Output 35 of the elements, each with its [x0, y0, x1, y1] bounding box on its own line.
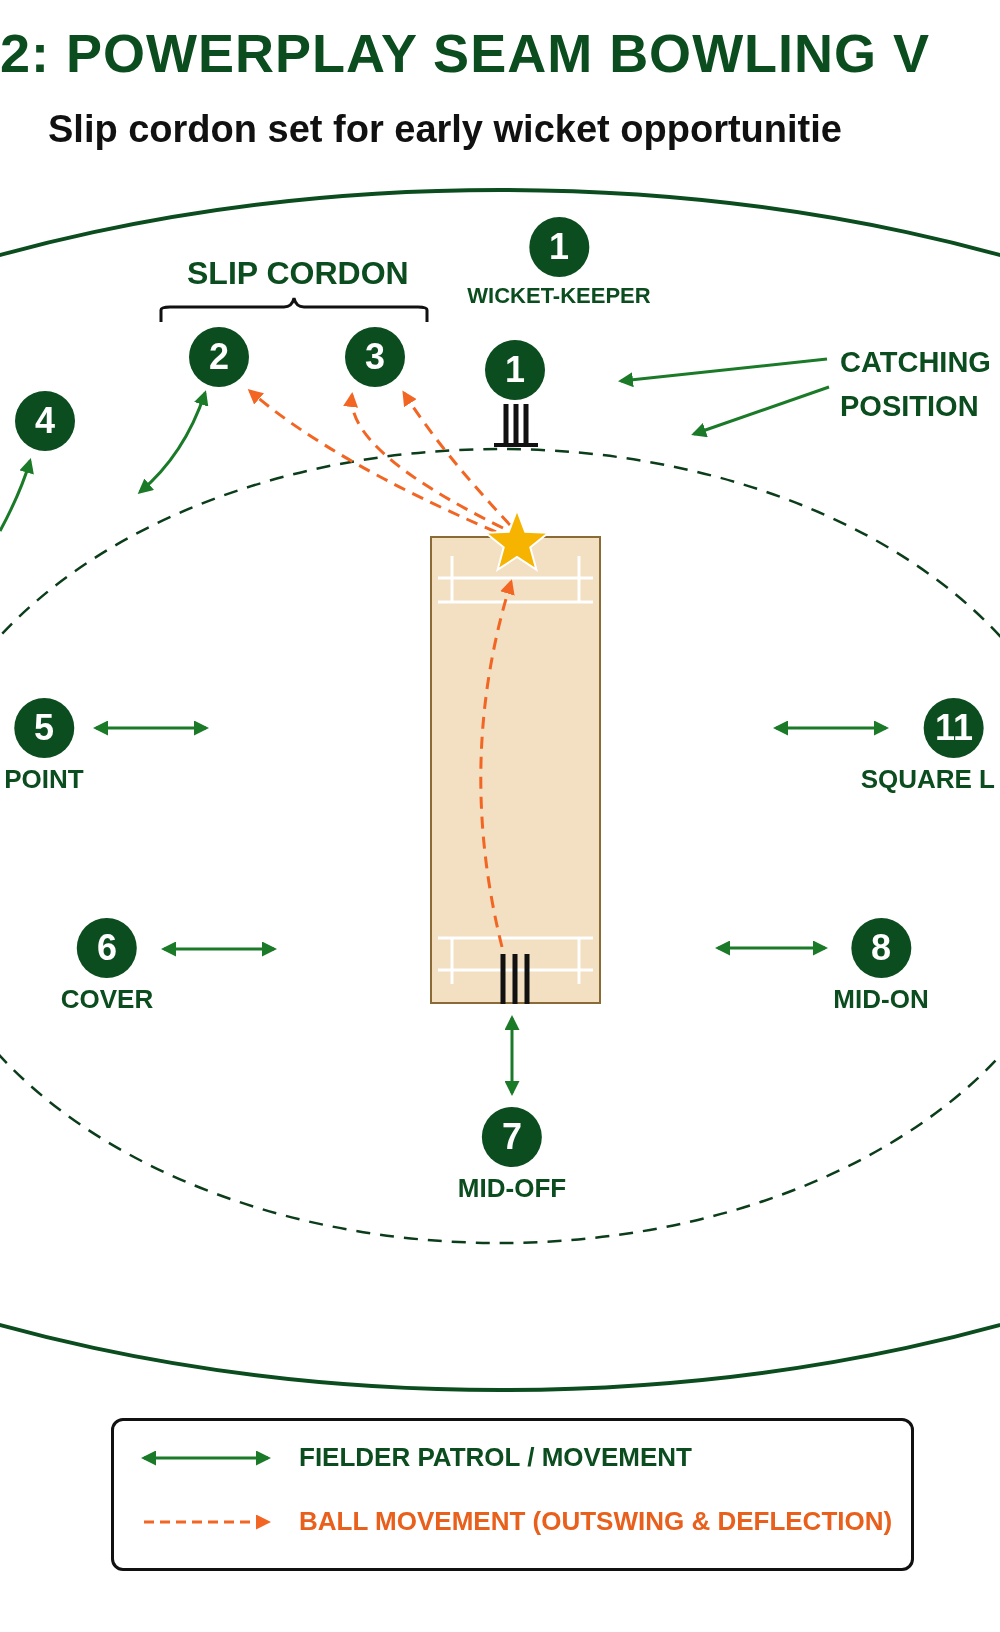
- arrow: [691, 385, 830, 438]
- position-label: POINT: [4, 764, 84, 795]
- position-label: MID-OFF: [457, 1173, 567, 1204]
- arrow: [715, 940, 828, 956]
- fielder-marker: 8: [851, 918, 911, 978]
- arrow: [773, 720, 889, 736]
- fielder-marker: 4: [15, 391, 75, 451]
- fielder-marker: 11: [924, 698, 984, 758]
- fielder-marker: 1: [485, 340, 545, 400]
- legend-text: FIELDER PATROL / MOVEMENT: [299, 1442, 692, 1473]
- fielder-marker: 7: [482, 1107, 542, 1167]
- arrow: [344, 392, 504, 530]
- arrow: [0, 458, 34, 532]
- position-label: COVER: [60, 984, 154, 1015]
- fielder-marker: 1: [529, 217, 589, 277]
- group-label: SLIP CORDON: [187, 255, 409, 292]
- arrow: [402, 390, 512, 526]
- subtitle: Slip cordon set for early wicket opportunitie: [48, 108, 842, 151]
- arrow: [618, 357, 828, 388]
- title: 2: POWERPLAY SEAM BOWLING V: [0, 22, 931, 84]
- fielder-marker: 3: [345, 327, 405, 387]
- position-label: WICKET-KEEPER: [467, 283, 651, 309]
- arrow: [247, 389, 497, 534]
- legend-text: BALL MOVEMENT (OUTSWING & DEFLECTION): [299, 1506, 893, 1537]
- arrow: [479, 579, 515, 948]
- arrow: [504, 1015, 520, 1096]
- arrow: [93, 720, 209, 736]
- arrow: [137, 390, 209, 494]
- fielder-marker: 2: [189, 327, 249, 387]
- position-label: MID-ON: [833, 984, 929, 1015]
- position-label: SQUARE L: [860, 764, 995, 795]
- fielder-marker: 6: [77, 918, 137, 978]
- callout-text: CATCHING POSITION: [840, 340, 998, 428]
- fielder-marker: 5: [14, 698, 74, 758]
- arrow: [161, 941, 277, 957]
